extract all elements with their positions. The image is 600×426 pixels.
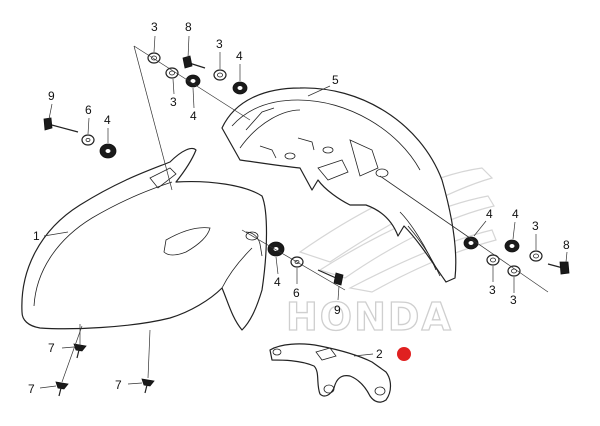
- honda-watermark: HONDA: [285, 167, 497, 340]
- callout-4: 4: [190, 109, 197, 123]
- callout-7: 7: [28, 382, 35, 396]
- grommet-4-right-1: [463, 236, 479, 250]
- honda-wing-logo: [298, 167, 497, 293]
- collar-3-right-2: [486, 254, 500, 266]
- callout-9: 9: [334, 303, 341, 317]
- callout-4: 4: [512, 207, 519, 221]
- grommet-4-top-right: [232, 81, 248, 95]
- callout-8: 8: [185, 20, 192, 34]
- callout-4: 4: [104, 113, 111, 127]
- callout-5: 5: [332, 73, 339, 87]
- screws-7: [55, 343, 155, 397]
- callout-3: 3: [151, 20, 158, 34]
- collar-3-top-right: [213, 69, 227, 81]
- watermark-text: HONDA: [286, 295, 453, 339]
- callout-4: 4: [486, 207, 493, 221]
- collar-3-right-1: [529, 250, 543, 262]
- leader-lines: [39, 35, 568, 389]
- screw-7-upper: [73, 343, 87, 359]
- screw-7-lower-left: [55, 381, 69, 397]
- callout-4: 4: [236, 49, 243, 63]
- highlight-marker[interactable]: [397, 347, 411, 361]
- bolt-8-right: [547, 261, 570, 275]
- grommet-4-right-2: [504, 239, 520, 253]
- bolt-9-left: [43, 117, 79, 133]
- grommet-4-top-middle: [185, 74, 201, 88]
- callout-3: 3: [489, 283, 496, 297]
- bolt-8-top: [182, 55, 206, 69]
- callout-4: 4: [274, 275, 281, 289]
- screw-7-lower-middle: [141, 378, 155, 394]
- collar-3-right-3: [507, 265, 521, 277]
- callout-6: 6: [85, 103, 92, 117]
- hardware-top-cluster: [147, 52, 248, 95]
- callout-7: 7: [115, 378, 122, 392]
- part-5-inner-fender: [221, 87, 457, 283]
- grommet-4-center: [267, 241, 285, 257]
- grommet-4-left: [99, 143, 117, 159]
- part-1-front-fender: [21, 147, 268, 331]
- callout-labels: 3 8 3 4 3 4 5 9 6 4 1 4 6 9 4 4 3 8 3 3 …: [28, 20, 570, 396]
- washer-6-left: [81, 134, 95, 146]
- hardware-left-cluster: [43, 117, 117, 159]
- hardware-right-cluster: [463, 236, 570, 277]
- callout-9: 9: [48, 89, 55, 103]
- callout-1: 1: [33, 229, 40, 243]
- callout-3: 3: [216, 37, 223, 51]
- part-2-bracket: [269, 343, 392, 403]
- bolt-9-center: [317, 269, 344, 286]
- callout-7: 7: [48, 341, 55, 355]
- callout-2: 2: [376, 347, 383, 361]
- callout-3: 3: [510, 293, 517, 307]
- callout-6: 6: [293, 286, 300, 300]
- collar-3-top-middle: [165, 67, 179, 79]
- callout-3: 3: [170, 95, 177, 109]
- callout-3: 3: [532, 219, 539, 233]
- callout-8: 8: [563, 238, 570, 252]
